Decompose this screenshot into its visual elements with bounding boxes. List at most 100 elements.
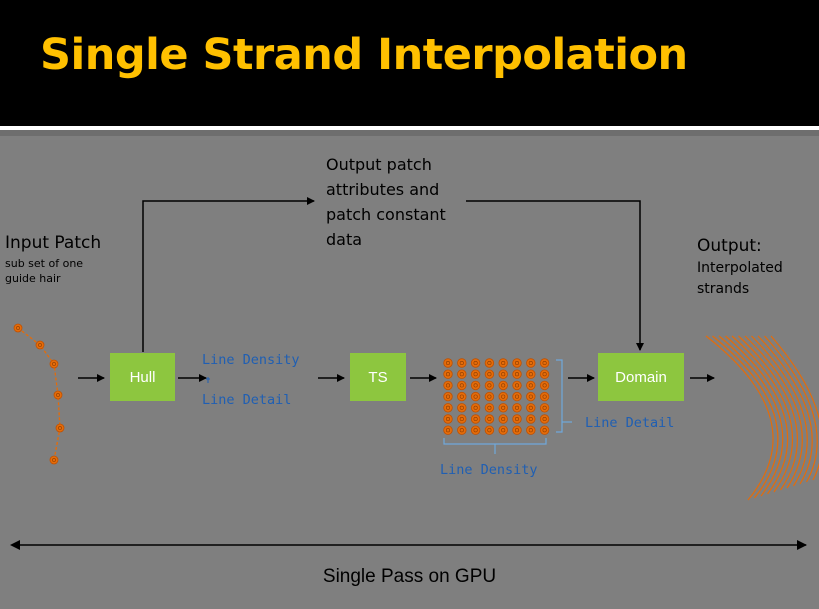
output-patch-line-1: Output patch bbox=[326, 155, 432, 174]
grid-line-density-label: Line Density bbox=[440, 462, 538, 478]
output-strand-curve bbox=[751, 335, 808, 487]
grid-point bbox=[457, 414, 467, 424]
grid-point-ring bbox=[542, 394, 547, 399]
grid-point-ring bbox=[501, 372, 506, 377]
grid-point bbox=[526, 425, 536, 435]
grid-point-ring bbox=[501, 428, 506, 433]
title-divider-shadow bbox=[0, 130, 819, 136]
grid-point bbox=[498, 391, 508, 402]
output-strand-curve bbox=[757, 335, 813, 485]
grid-point-ring bbox=[487, 428, 492, 433]
grid-point bbox=[470, 358, 481, 368]
grid-point-ring bbox=[459, 405, 464, 410]
strand-point bbox=[49, 455, 59, 465]
grid-point bbox=[457, 369, 467, 379]
output-strand-curve bbox=[725, 335, 789, 495]
hull-line-density-label: Line Density bbox=[202, 352, 300, 368]
grid-point-ring bbox=[473, 383, 478, 388]
input-patch-subtitle-1: sub set of one bbox=[5, 257, 84, 270]
output-line-1: Interpolated bbox=[697, 260, 783, 276]
grid-point-ring bbox=[542, 383, 547, 388]
grid-point-ring bbox=[514, 394, 520, 399]
slide-title: Single Strand Interpolation bbox=[40, 30, 688, 80]
grid-point bbox=[498, 403, 508, 413]
input-strand-line bbox=[17, 327, 61, 461]
grid-point bbox=[443, 403, 453, 413]
grid-point-ring bbox=[528, 416, 533, 422]
grid-point-ring bbox=[501, 383, 506, 388]
grid-point bbox=[512, 369, 522, 379]
strand-point bbox=[53, 390, 63, 400]
output-strands bbox=[705, 335, 819, 501]
grid-point-ring bbox=[514, 383, 520, 388]
grid-point-ring bbox=[445, 383, 451, 388]
strand-point bbox=[49, 359, 59, 369]
grid-point bbox=[526, 358, 536, 368]
grid-point-ring bbox=[459, 416, 464, 422]
grid-point-ring bbox=[473, 428, 478, 433]
grid-point-ring bbox=[528, 372, 533, 377]
hull-shader-box: Hull bbox=[110, 353, 175, 401]
input-patch-heading: Input Patch bbox=[5, 233, 102, 253]
grid-point-ring bbox=[459, 360, 464, 366]
output-patch-line-4: data bbox=[326, 230, 363, 249]
grid-point-ring bbox=[542, 416, 547, 422]
grid-point bbox=[443, 425, 453, 435]
grid-point bbox=[512, 403, 522, 413]
arrow-patch-to-domain bbox=[466, 200, 644, 351]
grid-point-ring bbox=[487, 383, 492, 388]
input-strand-points bbox=[13, 323, 65, 465]
input-patch-subtitle-2: guide hair bbox=[5, 272, 61, 285]
strand-point-ring bbox=[52, 362, 56, 366]
output-strand-curve bbox=[712, 335, 779, 499]
title-divider bbox=[0, 126, 819, 130]
grid-point bbox=[443, 358, 453, 368]
grid-point-ring bbox=[445, 428, 451, 433]
grid-point-ring bbox=[514, 405, 520, 410]
grid-point bbox=[484, 403, 495, 413]
grid-point-ring bbox=[528, 428, 533, 433]
grid-point bbox=[457, 380, 467, 391]
grid-point bbox=[539, 403, 550, 413]
output-patch-line-2: attributes and bbox=[326, 180, 440, 199]
grid-point-ring bbox=[487, 416, 492, 422]
grid-point-ring bbox=[473, 372, 478, 377]
grid-point bbox=[470, 391, 481, 402]
grid-point bbox=[539, 391, 550, 402]
grid-point bbox=[470, 369, 481, 379]
strand-point-ring bbox=[52, 458, 56, 462]
strand-point bbox=[55, 423, 65, 433]
grid-point bbox=[526, 369, 536, 379]
grid-point-ring bbox=[501, 360, 506, 366]
grid-point-ring bbox=[487, 372, 492, 377]
grid-point bbox=[470, 403, 481, 413]
grid-point bbox=[498, 425, 508, 435]
output-heading: Output: bbox=[697, 236, 762, 256]
grid-point-ring bbox=[528, 394, 533, 399]
grid-point bbox=[512, 380, 522, 391]
grid-point-ring bbox=[473, 394, 478, 399]
grid-point-ring bbox=[514, 360, 520, 366]
grid-point-ring bbox=[445, 405, 451, 410]
grid-point bbox=[484, 425, 495, 435]
output-patch-line-3: patch constant bbox=[326, 205, 446, 224]
grid-point-ring bbox=[501, 416, 506, 422]
strand-point-ring bbox=[58, 426, 62, 430]
strand-point bbox=[13, 323, 23, 333]
output-strand-curve bbox=[705, 335, 774, 501]
grid-point bbox=[484, 380, 495, 391]
strand-point bbox=[35, 340, 45, 350]
grid-point bbox=[498, 358, 508, 368]
grid-point bbox=[484, 358, 495, 368]
grid-bracket-bottom bbox=[443, 438, 547, 445]
grid-point bbox=[484, 391, 495, 402]
grid-point-ring bbox=[514, 416, 520, 422]
grid-line-detail-label: Line Detail bbox=[585, 415, 675, 431]
grid-point bbox=[470, 414, 481, 424]
grid-point-ring bbox=[514, 372, 520, 377]
grid-point-ring bbox=[501, 394, 506, 399]
grid-point-ring bbox=[542, 405, 547, 410]
grid-point bbox=[512, 391, 522, 402]
grid-point-ring bbox=[487, 405, 492, 410]
